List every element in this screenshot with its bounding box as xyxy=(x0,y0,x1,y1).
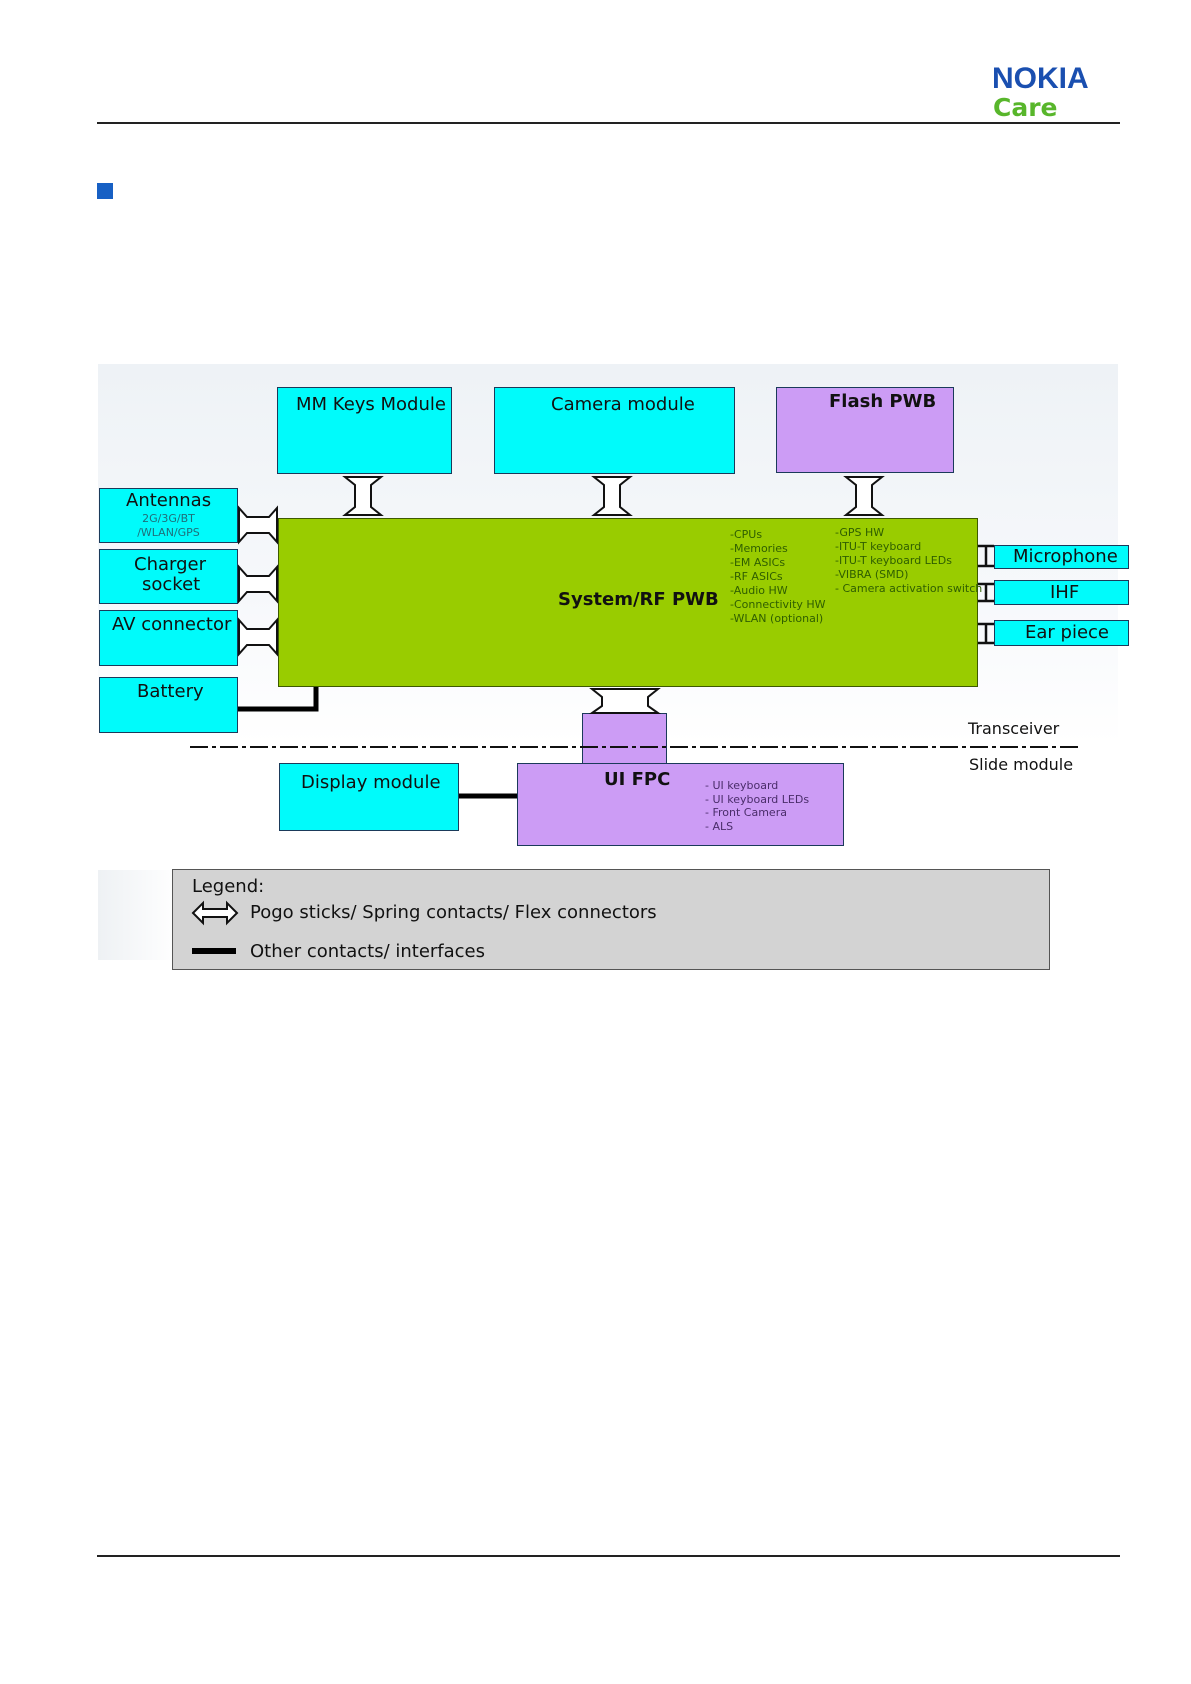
mm-keys-module: MM Keys Module xyxy=(277,387,452,474)
legend-arrow-icon xyxy=(191,900,239,926)
charger-label-2: socket xyxy=(142,574,201,595)
charger-connector xyxy=(238,566,278,602)
ui-fpc-label: UI FPC xyxy=(604,769,671,790)
display-label: Display module xyxy=(301,772,441,793)
antennas-label: Antennas xyxy=(126,490,212,511)
antennas-detail-2: /WLAN/GPS xyxy=(137,526,200,539)
system-list-1: -CPUs -Memories -EM ASICs -RF ASICs -Aud… xyxy=(730,528,826,625)
legend-box: Legend: Pogo sticks/ Spring contacts/ Fl… xyxy=(172,869,1050,970)
antennas-connector xyxy=(238,507,278,543)
mm-keys-label: MM Keys Module xyxy=(296,394,446,415)
legend-item-pogo: Pogo sticks/ Spring contacts/ Flex conne… xyxy=(250,902,657,923)
care-logo: Care xyxy=(993,93,1058,122)
earpiece-label: Ear piece xyxy=(1025,622,1109,643)
microphone-connector xyxy=(978,544,994,568)
mm-keys-connector xyxy=(344,476,382,516)
flash-label: Flash PWB xyxy=(829,391,937,412)
legend-item-other: Other contacts/ interfaces xyxy=(250,941,486,962)
battery: Battery xyxy=(99,677,238,733)
header-rule xyxy=(97,122,1120,124)
system-list-2: -GPS HW -ITU-T keyboard -ITU-T keyboard … xyxy=(835,526,983,595)
footer-rule xyxy=(97,1555,1120,1557)
ui-fpc-arrow xyxy=(588,688,662,714)
system-rf-pwb: System/RF PWB -CPUs -Memories -EM ASICs … xyxy=(278,518,982,687)
ihf-label: IHF xyxy=(1050,582,1080,603)
camera-module: Camera module xyxy=(494,387,735,474)
legend-title: Legend: xyxy=(192,876,265,897)
earpiece-connector xyxy=(978,622,994,645)
battery-label: Battery xyxy=(137,681,204,702)
microphone-label: Microphone xyxy=(1013,546,1118,567)
slide-module-label: Slide module xyxy=(969,755,1074,774)
microphone: Microphone xyxy=(994,545,1129,569)
camera-connector xyxy=(593,476,631,516)
av-connector-arrow xyxy=(238,619,278,655)
system-label: System/RF PWB xyxy=(558,589,719,610)
ihf-connector xyxy=(978,582,994,603)
charger-socket: Charger socket xyxy=(99,549,238,604)
ear-piece: Ear piece xyxy=(994,620,1129,646)
legend-shadow xyxy=(98,870,178,960)
flash-connector xyxy=(845,476,883,516)
flash-pwb: Flash PWB xyxy=(776,387,954,473)
antennas-module: Antennas 2G/3G/BT /WLAN/GPS xyxy=(99,488,238,543)
av-label: AV connector xyxy=(112,614,232,635)
ihf: IHF xyxy=(994,580,1129,605)
nokia-logo: NOKIA xyxy=(992,62,1089,95)
ui-fpc-list: - UI keyboard - UI keyboard LEDs - Front… xyxy=(705,779,810,833)
av-connector: AV connector xyxy=(99,610,238,666)
camera-label: Camera module xyxy=(551,394,695,415)
antennas-detail-1: 2G/3G/BT xyxy=(142,512,195,525)
ui-fpc: UI FPC - UI keyboard - UI keyboard LEDs … xyxy=(517,763,844,846)
battery-line xyxy=(238,687,319,712)
display-module: Display module xyxy=(279,763,459,831)
charger-label-1: Charger xyxy=(134,554,206,575)
transceiver-label: Transceiver xyxy=(968,719,1060,738)
section-bullet-icon xyxy=(97,183,113,199)
